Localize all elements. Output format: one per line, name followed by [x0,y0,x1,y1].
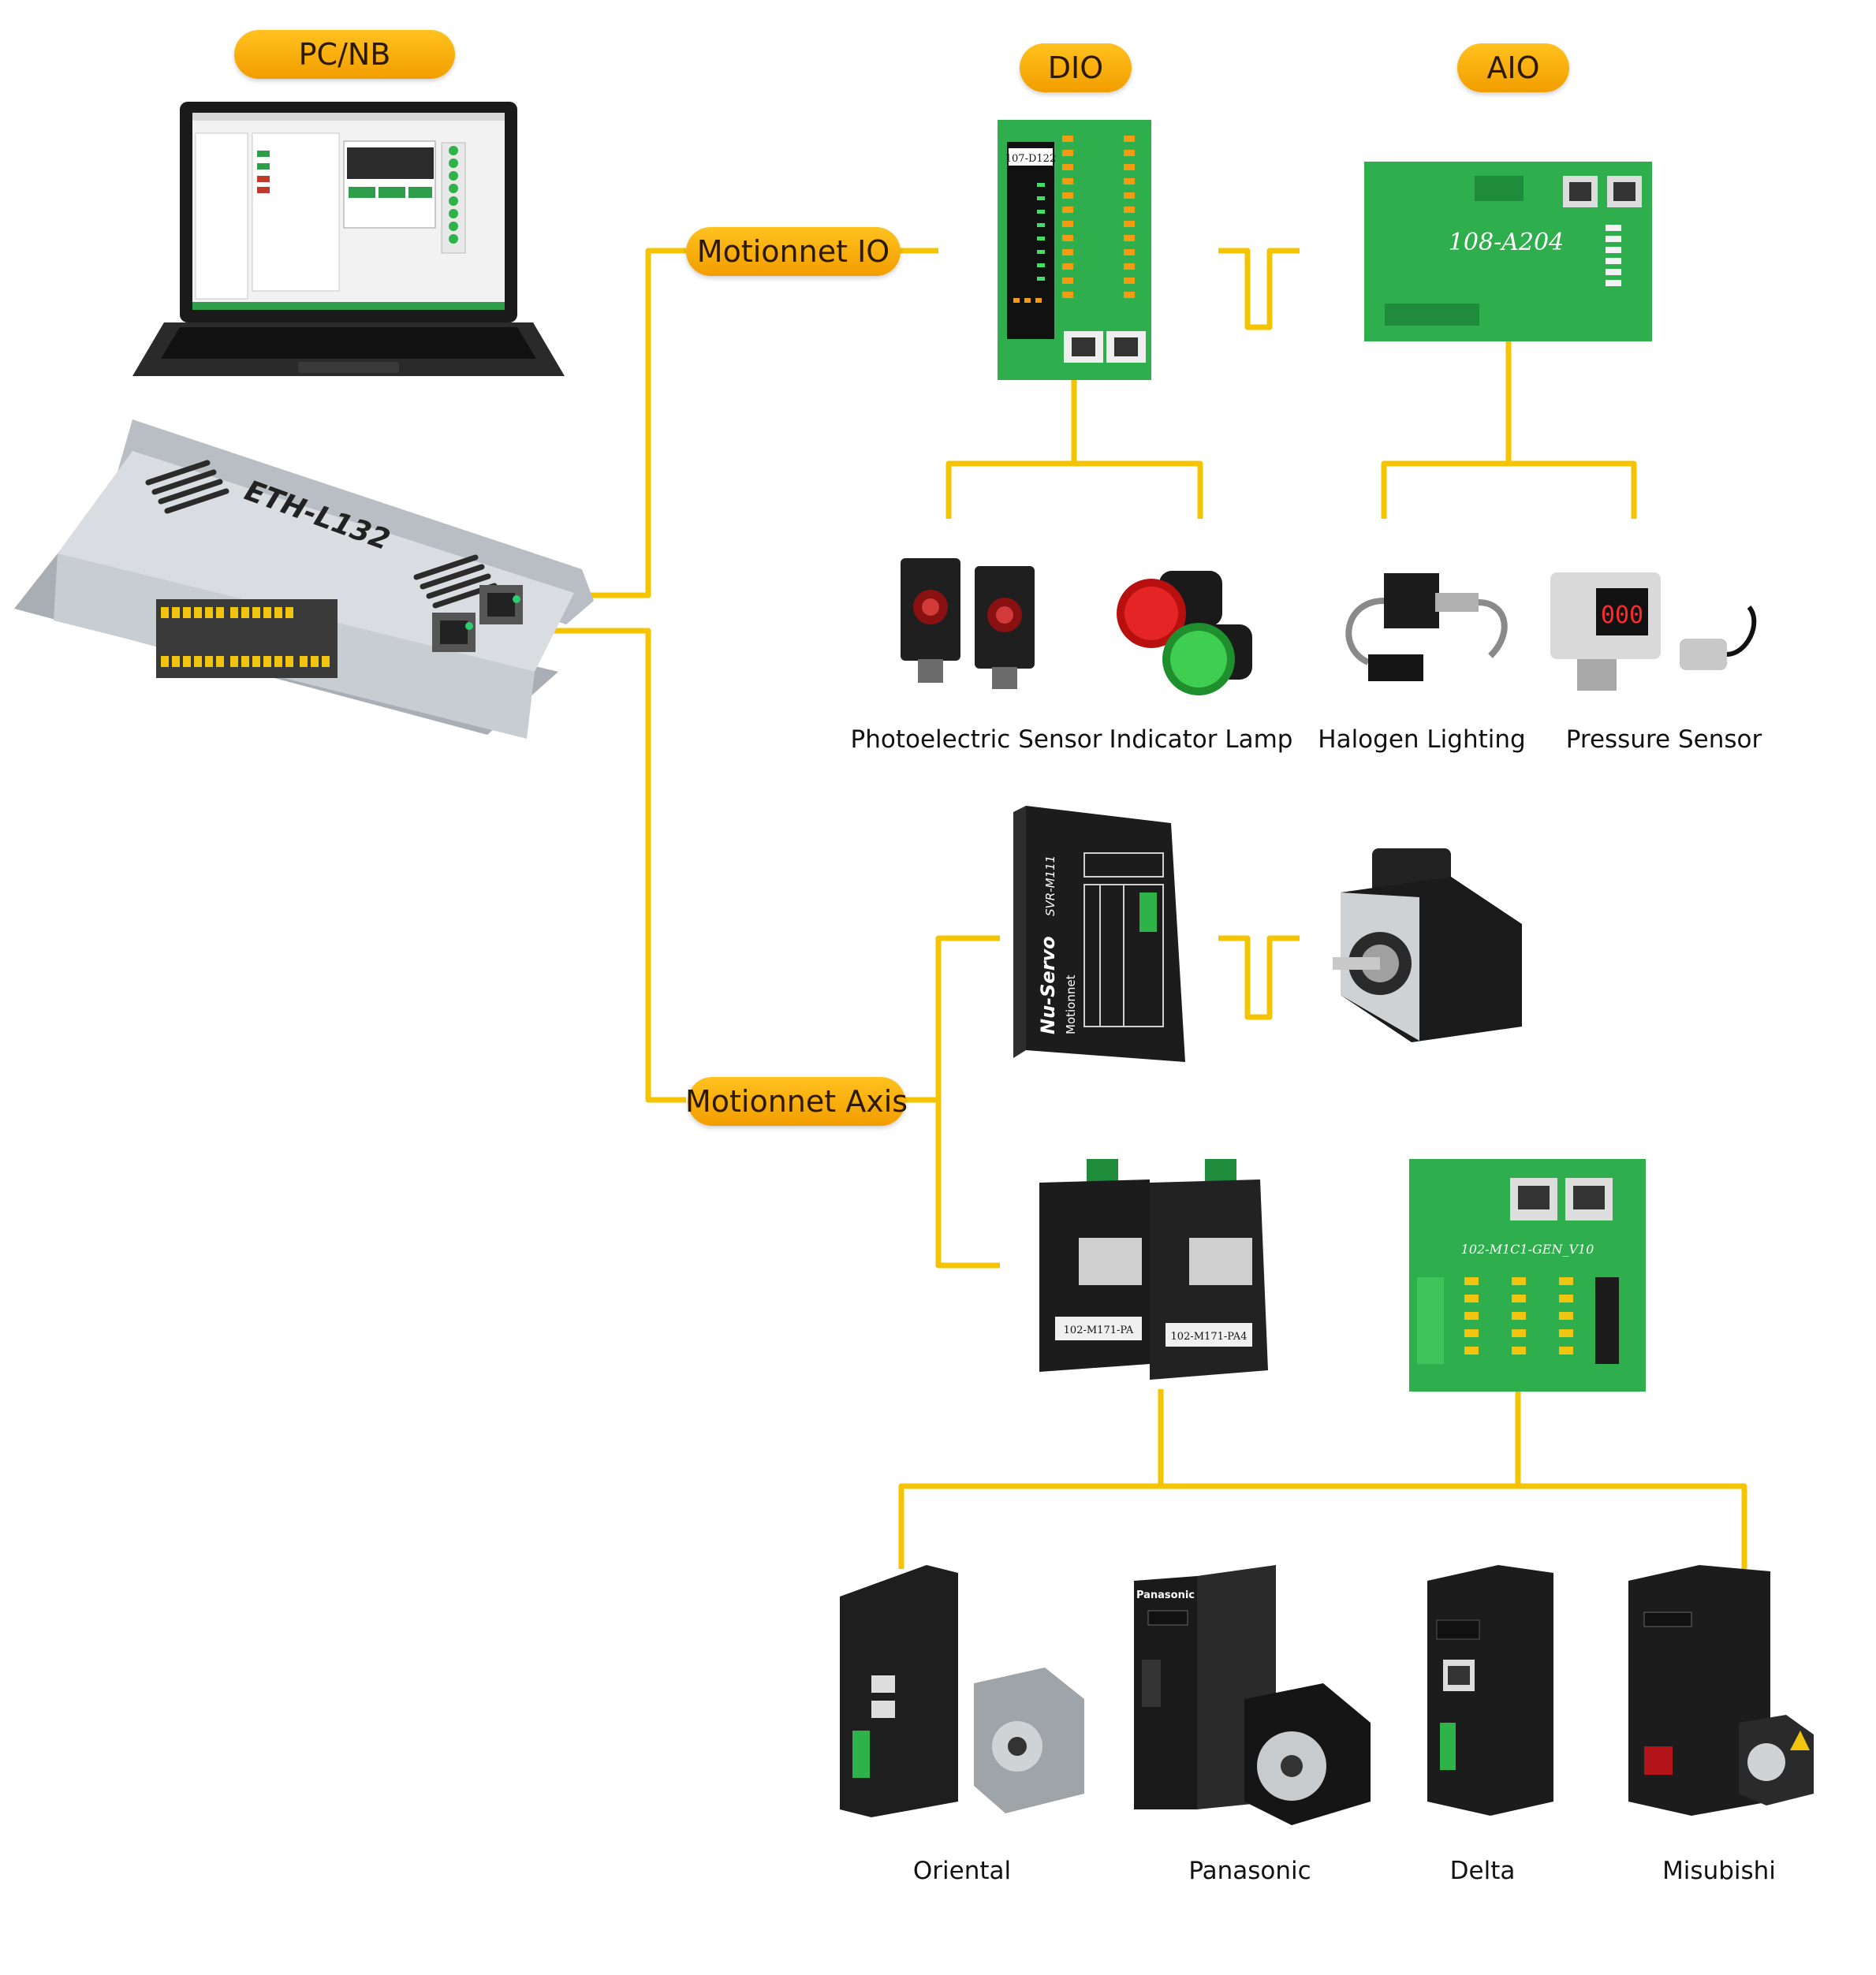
axis-board-label: 102-M1C1-GEN_V10 [1461,1242,1594,1257]
pulse-module-label: 102-M171-PA [1064,1325,1134,1336]
drive-brand-label: Misubishi [1662,1857,1776,1885]
wire-axis-servo [935,935,1000,1269]
dio-module-icon: 107-D122 [998,120,1151,380]
pulse-module-label: 102-M171-PA4 [1171,1331,1248,1343]
laptop-icon [132,102,565,376]
aio-badge: AIO [1457,43,1569,92]
drive-brand-label: Panasonic [1188,1857,1311,1885]
io-device-label: Indicator Lamp [1109,725,1293,754]
indicator-lamp-icon [1117,571,1252,695]
oriental-drive-icon [840,1565,1084,1817]
panasonic-drive-icon: Panasonic [1134,1565,1371,1825]
photoelectric-sensor-icon [901,558,1035,689]
servo-model-label: SVR-M111 [1043,855,1057,916]
eth-l132-controller-icon: ETH-L132 [14,419,594,739]
motionnet-axis-badge: Motionnet Axis [685,1077,908,1126]
dio-board-label: 107-D122 [1005,153,1056,165]
wire-dio-branch [945,460,1203,519]
aio-board-label: 108-A204 [1449,229,1564,256]
servo-network-label: Motionnet [1064,974,1078,1034]
pressure-display: 000 [1601,602,1643,629]
wire-servo-motor-link [1218,935,1300,1020]
mitsubishi-drive-icon [1628,1565,1814,1816]
halogen-lighting-icon [1345,573,1508,681]
io-device-label: Pressure Sensor [1565,725,1762,754]
axis-interface-board-icon: 102-M1C1-GEN_V10 [1409,1159,1646,1392]
drive-brand-label: Delta [1449,1857,1516,1885]
io-device-label: Photoelectric Sensor [850,725,1102,754]
pulse-module-icon: 102-M171-PA 102-M171-PA4 [1039,1159,1268,1380]
wire-dio-aio-link [1218,248,1300,330]
wire-drives-branch [898,1483,1747,1569]
dio-badge: DIO [1020,43,1132,92]
drive-brand-label: Oriental [912,1857,1012,1885]
io-device-label: Halogen Lighting [1318,725,1526,754]
delta-drive-icon [1427,1565,1553,1816]
stepper-motor-icon [1333,848,1522,1042]
panasonic-logo-label: Panasonic [1136,1589,1195,1601]
motionnet-io-badge: Motionnet IO [686,227,901,276]
wire-aio-branch [1381,460,1637,519]
pressure-sensor-icon: 000 [1550,572,1757,691]
pc-badge: PC/NB [234,30,455,79]
wire-controller-to-axis [505,628,686,1103]
aio-module-icon: 108-A204 [1364,162,1652,341]
servo-brand-label: Nu-Servo [1037,936,1059,1034]
nu-servo-drive-icon: Nu-Servo SVR-M111 Motionnet [1013,806,1185,1062]
